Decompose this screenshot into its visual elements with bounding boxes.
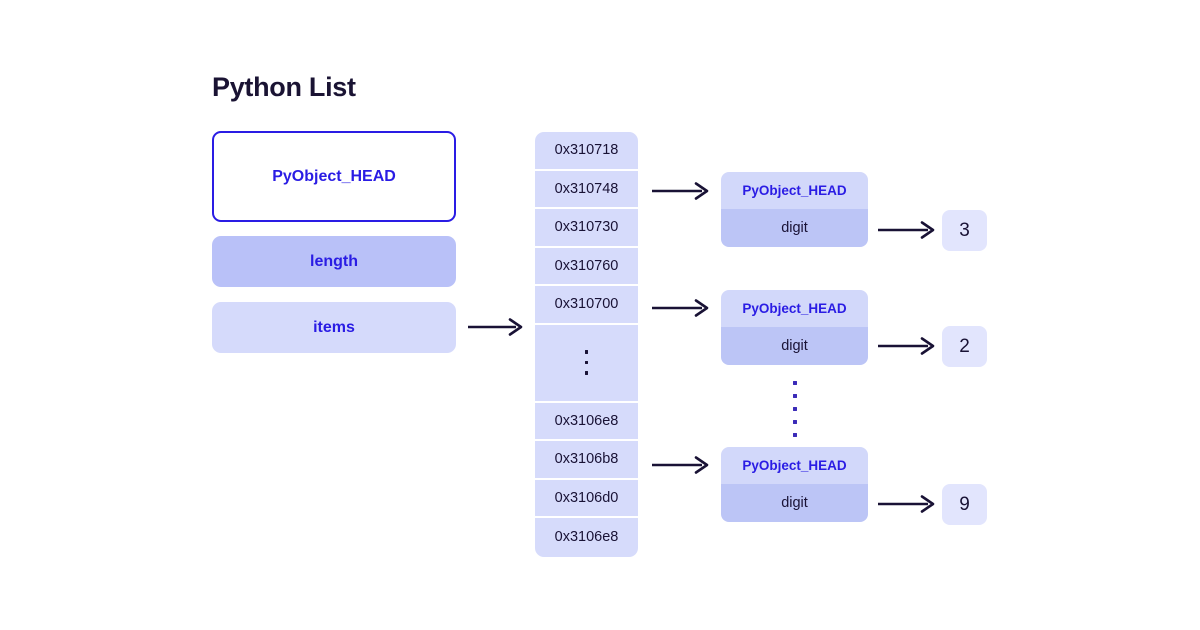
address-cell: 0x310748 <box>535 170 638 209</box>
int-object-1-digit-label: digit <box>781 220 808 236</box>
int-object-3-head-label: PyObject_HEAD <box>742 458 847 473</box>
int-object-3: PyObject_HEAD digit <box>721 447 868 522</box>
int-object-1-digit: digit <box>721 209 868 247</box>
ellipsis-dot <box>793 433 797 437</box>
struct-field-length-label: length <box>310 252 358 270</box>
arrow-address-to-object-1 <box>652 180 714 202</box>
address-cell: 0x310718 <box>535 132 638 171</box>
address-cell: 0x3106e8 <box>535 402 638 441</box>
struct-field-items-label: items <box>313 318 355 336</box>
int-value-3-label: 9 <box>959 493 970 515</box>
address-column: 0x310718 0x310748 0x310730 0x310760 0x31… <box>535 132 638 557</box>
address-cell: 0x310700 <box>535 286 638 325</box>
struct-field-pyobject-head-label: PyObject_HEAD <box>272 167 396 185</box>
int-object-3-digit-label: digit <box>781 495 808 511</box>
int-value-2: 2 <box>942 326 987 367</box>
int-value-1: 3 <box>942 210 987 251</box>
address-label: 0x3106b8 <box>554 451 619 468</box>
arrow-object-to-value-2 <box>878 335 940 357</box>
int-object-1-head: PyObject_HEAD <box>721 172 868 209</box>
int-object-3-digit: digit <box>721 484 868 522</box>
struct-field-items: items <box>212 302 456 353</box>
ellipsis-dot <box>793 420 797 424</box>
page-title: Python List <box>212 72 356 102</box>
ellipsis-dot <box>793 381 797 385</box>
int-value-1-label: 3 <box>959 219 970 241</box>
ellipsis-dot <box>584 350 589 354</box>
ellipsis-dot <box>584 371 589 375</box>
struct-field-pyobject-head: PyObject_HEAD <box>212 131 456 222</box>
address-label: 0x310760 <box>554 257 619 274</box>
arrow-address-to-object-2 <box>652 297 714 319</box>
int-object-1: PyObject_HEAD digit <box>721 172 868 247</box>
int-object-3-head: PyObject_HEAD <box>721 447 868 484</box>
address-label: 0x310730 <box>554 219 619 236</box>
address-label: 0x310718 <box>554 142 619 159</box>
int-value-2-label: 2 <box>959 335 970 357</box>
int-object-2: PyObject_HEAD digit <box>721 290 868 365</box>
int-value-3: 9 <box>942 484 987 525</box>
int-object-2-digit: digit <box>721 327 868 365</box>
arrow-object-to-value-1 <box>878 219 940 241</box>
int-object-2-head-label: PyObject_HEAD <box>742 301 847 316</box>
int-object-2-digit-label: digit <box>781 338 808 354</box>
address-cell: 0x310760 <box>535 247 638 286</box>
address-cell: 0x3106b8 <box>535 441 638 480</box>
address-label: 0x3106e8 <box>554 412 619 429</box>
address-cell-ellipsis <box>535 324 638 403</box>
arrow-object-to-value-3 <box>878 493 940 515</box>
ellipsis-dot <box>793 394 797 398</box>
address-cell: 0x3106d0 <box>535 479 638 518</box>
int-object-1-head-label: PyObject_HEAD <box>742 183 847 198</box>
address-label: 0x3106e8 <box>554 529 619 546</box>
struct-field-length: length <box>212 236 456 287</box>
ellipsis-dot <box>793 407 797 411</box>
address-cell: 0x310730 <box>535 209 638 248</box>
object-column-ellipsis <box>789 381 801 437</box>
address-label: 0x310700 <box>554 296 619 313</box>
address-label: 0x3106d0 <box>554 489 619 506</box>
address-cell: 0x3106e8 <box>535 518 638 557</box>
ellipsis-dot <box>584 360 589 365</box>
int-object-2-head: PyObject_HEAD <box>721 290 868 327</box>
arrow-items-to-address-column <box>468 316 528 338</box>
arrow-address-to-object-3 <box>652 454 714 476</box>
address-label: 0x310748 <box>554 180 619 197</box>
